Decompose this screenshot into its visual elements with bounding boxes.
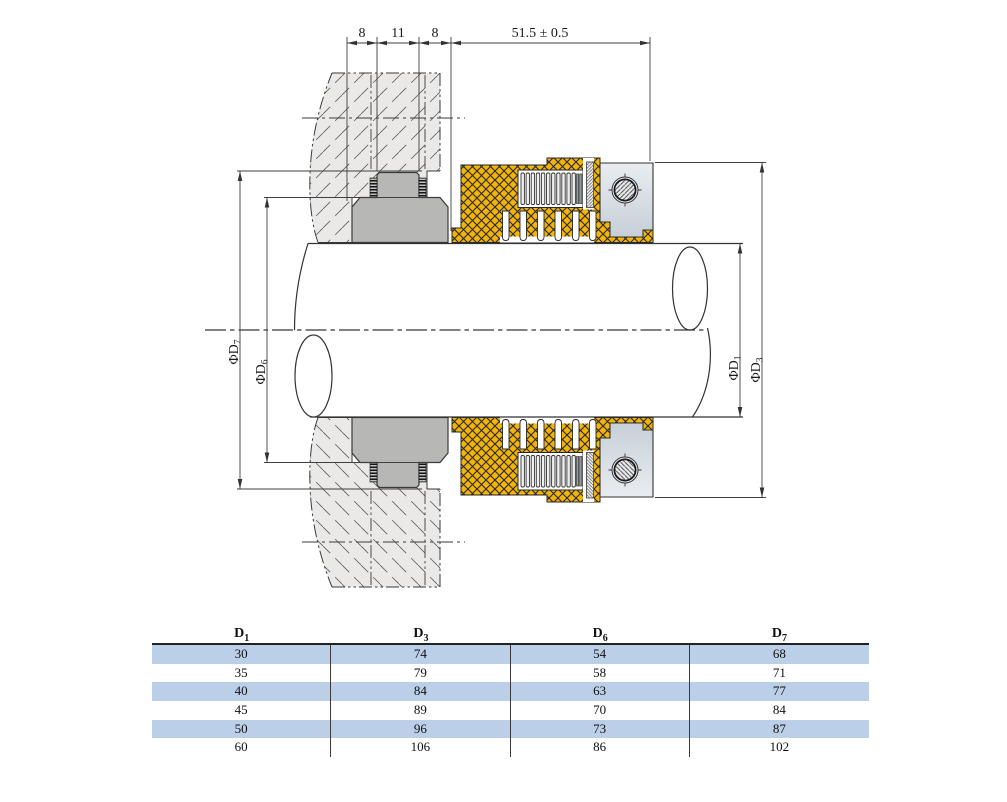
seal-assembly-bottom — [301, 416, 654, 588]
table-cell: 54 — [510, 645, 690, 664]
table-cell: 74 — [331, 645, 511, 664]
table-cell: 60 — [152, 738, 332, 758]
shaft — [293, 242, 743, 418]
table-header-row: D1 D3 D6 D7 — [152, 624, 869, 645]
table-cell: 89 — [331, 701, 511, 720]
table-cell: 50 — [152, 719, 332, 739]
dim-phi-d7: ΦD7 — [227, 339, 244, 364]
dim-phi-d6: ΦD6 — [254, 359, 271, 384]
gland-phantom-edges — [309, 72, 441, 243]
table-cell: 102 — [769, 739, 790, 755]
dim-phi-d3: ΦD3 — [749, 357, 766, 382]
table-cell: 68 — [689, 645, 869, 664]
table-cell: 84 — [772, 702, 786, 718]
shaft-right-silhouette — [692, 327, 711, 418]
dim-8-left: 8 — [359, 26, 366, 41]
dim-length: 51.5 ± 0.5 — [512, 26, 569, 41]
dim-8-right: 8 — [432, 26, 439, 41]
col-header-d3: D3 — [413, 626, 429, 644]
table-cell: 58 — [511, 663, 690, 683]
dim-phi-d1: ΦD1 — [727, 355, 744, 380]
col-header-d6: D6 — [592, 626, 608, 644]
table-cell: 35 — [152, 663, 332, 683]
table-cell: 77 — [689, 682, 869, 702]
col-header-d7: D7 — [771, 626, 787, 644]
spring — [520, 172, 583, 205]
o-ring-left — [369, 177, 378, 198]
seal-assembly-top — [302, 72, 654, 244]
table-cell: 70 — [511, 701, 690, 720]
dimension-labels: 8 11 8 51.5 ± 0.5 ΦD7 ΦD6 ΦD1 ΦD3 — [227, 26, 766, 385]
table-cell: 87 — [689, 719, 869, 739]
gland-hatch — [309, 73, 440, 243]
drive-band-hatch — [586, 162, 594, 208]
set-screw — [613, 178, 637, 202]
table-cell: 40 — [152, 682, 332, 702]
table-cell: 79 — [331, 663, 511, 683]
set-screw-ticks — [608, 173, 642, 207]
finger-gap — [500, 236, 594, 243]
table-cell: 73 — [510, 719, 690, 739]
table-cell: 45 — [152, 701, 332, 720]
dimension-table: D1 D3 D6 D7 30 74 54 68 35 79 58 71 40 8… — [152, 624, 869, 758]
shaft-left-endface — [294, 334, 333, 418]
table-cell: 86 — [511, 738, 690, 758]
dimension-arrows — [237, 40, 765, 498]
table-body: 30 74 54 68 35 79 58 71 40 84 63 77 45 8… — [152, 645, 869, 758]
shaft-left-silhouette — [293, 243, 309, 331]
table-cell: 84 — [331, 682, 511, 702]
table-cell: 96 — [331, 719, 511, 739]
table-cell: 63 — [510, 682, 690, 702]
table-cell: 106 — [331, 738, 511, 758]
table-cell: 71 — [772, 664, 786, 680]
o-ring-right — [418, 177, 427, 198]
table-cell: 30 — [152, 645, 332, 664]
bellows-fingers — [502, 210, 597, 241]
shaft-right-endface — [671, 246, 709, 331]
dimensions — [237, 37, 766, 498]
dim-11: 11 — [391, 26, 404, 41]
col-header-d1: D1 — [234, 626, 250, 644]
